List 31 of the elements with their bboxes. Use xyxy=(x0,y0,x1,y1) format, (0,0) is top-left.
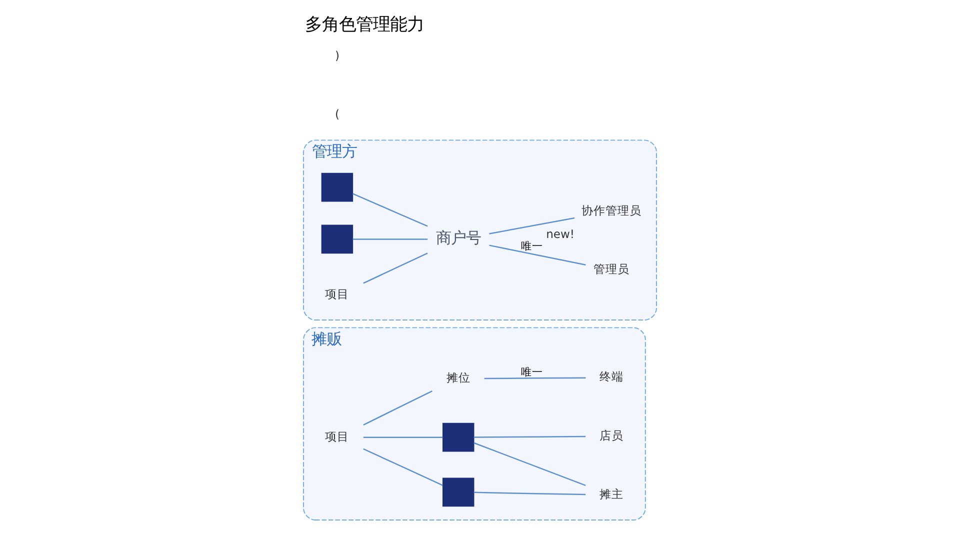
connector xyxy=(363,390,432,426)
node-text: 管理员 xyxy=(594,262,630,276)
connector xyxy=(363,448,443,486)
label: ) xyxy=(334,48,340,62)
connector xyxy=(352,238,428,240)
connector xyxy=(489,217,575,234)
node-text: 终端 xyxy=(600,370,624,384)
diagram-title: 多角色管理能力 xyxy=(305,14,424,35)
node-text: 店员 xyxy=(600,428,624,442)
node-text: 商户号 xyxy=(436,230,481,247)
connector xyxy=(352,193,428,227)
connector xyxy=(474,436,586,438)
connector xyxy=(474,492,586,496)
edge-label: 唯一 xyxy=(520,366,543,379)
node-label: new! xyxy=(546,226,575,241)
node-box xyxy=(321,172,354,202)
node-box xyxy=(442,478,474,507)
connector xyxy=(474,442,586,486)
node-box xyxy=(321,224,354,254)
node-text: 协作管理员 xyxy=(582,203,642,218)
node-text: 摊位 xyxy=(446,370,470,385)
node-text: 项目 xyxy=(325,286,350,301)
connector xyxy=(484,377,586,380)
connector xyxy=(489,244,586,266)
node-text: 项目 xyxy=(325,429,350,444)
connector xyxy=(363,252,428,284)
edge-label: 唯一 xyxy=(520,240,543,253)
node-box xyxy=(442,422,474,452)
node-text: 摊主 xyxy=(600,487,624,502)
connector xyxy=(363,436,443,438)
label: ( xyxy=(334,107,340,122)
